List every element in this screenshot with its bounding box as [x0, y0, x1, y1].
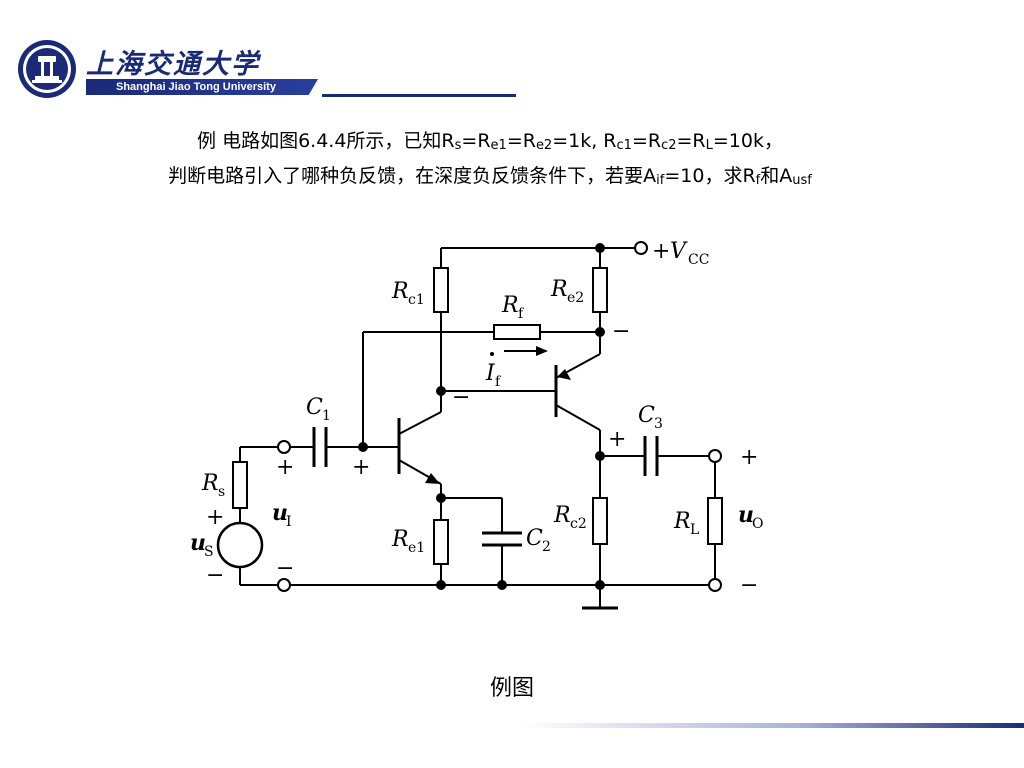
us-plus-sign: + [206, 505, 224, 530]
university-name-en: Shanghai Jiao Tong University [116, 81, 276, 93]
problem-line-1: 例 电路如图6.4.4所示，已知Rs=Re1=Re2=1k, Rc1=Rc2=R… [197, 130, 783, 153]
re2-resistor [592, 267, 608, 313]
if-arrow-head [536, 346, 548, 356]
t1-emitter-arrow [425, 473, 440, 484]
input-terminal-minus [277, 578, 291, 592]
rf-resistor [493, 324, 541, 340]
figure-caption: 例图 [489, 676, 534, 701]
rc2-label-sub: c2 [570, 516, 587, 532]
uo-plus-sign: + [740, 445, 758, 470]
rl-label-sub: L [690, 522, 699, 538]
university-seal-icon [18, 40, 76, 98]
rf-label-sub: f [518, 306, 525, 322]
if-dot-accent [490, 352, 494, 356]
uo-label: u [738, 502, 754, 528]
output-terminal-minus [708, 578, 722, 592]
footer-divider [520, 723, 1024, 728]
rs-resistor [232, 461, 248, 509]
ui-plus-sign: + [276, 455, 294, 480]
university-name-cn: 上海交通大学 [86, 49, 260, 80]
rs-label-sub: s [218, 484, 225, 500]
problem-line-2: 判断电路引入了哪种负反馈，在深度负反馈条件下，若要Aif=10，求Rf和Ausf [168, 165, 812, 188]
problem-statement: 例 电路如图6.4.4所示，已知Rs=Re1=Re2=1k, Rc1=Rc2=R… [60, 126, 920, 196]
t1-collector-minus-sign: − [452, 385, 470, 410]
rc2-label: R [553, 503, 571, 528]
re1-resistor [433, 519, 449, 565]
output-terminal-plus [708, 449, 722, 463]
c3-label-sub: 3 [654, 416, 663, 432]
c1-label: C [306, 395, 323, 420]
us-voltage-source [216, 521, 264, 569]
uo-minus-sign: − [740, 573, 758, 598]
logo-banner [86, 79, 318, 95]
if-label: I [485, 361, 496, 386]
ui-minus-sign: − [276, 556, 294, 581]
uo-label-sub: O [752, 516, 763, 532]
ui-label-sub: I [286, 514, 292, 530]
header-divider [322, 94, 516, 97]
rc1-label: R [391, 279, 409, 304]
us-label: u [190, 530, 206, 556]
c2-label: C [526, 526, 543, 551]
re2-label-sub: e2 [567, 290, 584, 306]
t2-emitter-arrow [557, 369, 571, 380]
t2-collector-plus-sign: + [608, 427, 626, 452]
vcc-label-sub: CC [688, 252, 709, 268]
input-terminal-plus [277, 440, 291, 454]
vcc-label: V [670, 239, 688, 264]
t1-base-plus-sign: + [352, 455, 370, 480]
re1-label-sub: e1 [408, 540, 425, 556]
re2-label: R [550, 277, 568, 302]
vcc-plus-sign: + [652, 239, 670, 264]
us-minus-sign: − [206, 563, 224, 588]
rc1-label-sub: c1 [408, 292, 425, 308]
c1-label-sub: 1 [322, 408, 331, 424]
rl-label: R [673, 509, 691, 534]
rf-label: R [501, 293, 519, 318]
t2-emitter-minus-sign: − [612, 319, 630, 344]
ui-label: u [272, 500, 288, 526]
rl-resistor [707, 497, 723, 545]
rs-label: R [201, 471, 219, 496]
rc2-resistor [592, 497, 608, 545]
us-label-sub: S [204, 544, 214, 560]
c3-label: C [638, 403, 655, 428]
re1-label: R [391, 527, 409, 552]
rc1-resistor [433, 267, 449, 313]
vcc-terminal [634, 241, 648, 255]
c2-label-sub: 2 [542, 539, 551, 555]
if-label-sub: f [495, 374, 502, 390]
